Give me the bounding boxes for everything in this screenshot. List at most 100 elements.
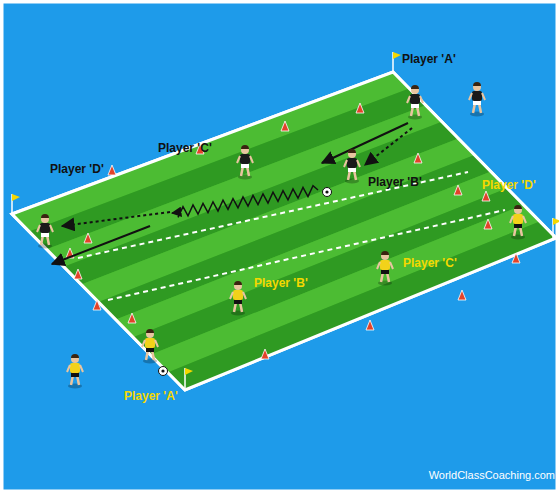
player-hair <box>514 205 522 209</box>
player-head <box>146 330 154 338</box>
cone <box>93 300 101 310</box>
player-label: Player 'D' <box>482 178 536 192</box>
ball-patch <box>325 190 328 193</box>
zone-line <box>108 210 505 300</box>
player-shirt <box>347 158 357 168</box>
player-head <box>71 355 79 363</box>
player-shirt <box>240 154 250 164</box>
player-hair <box>146 329 154 333</box>
player-head <box>381 252 389 260</box>
player-head <box>348 150 356 158</box>
cone <box>84 233 92 243</box>
dribble-path <box>178 186 318 218</box>
player-hair <box>411 85 419 89</box>
cone <box>512 253 520 263</box>
pitch-outline <box>12 72 556 390</box>
player-head <box>234 282 242 290</box>
player-arm <box>230 292 233 299</box>
player-arm <box>243 292 246 299</box>
player-arm <box>407 96 410 103</box>
dribble-arrow-head <box>172 212 180 213</box>
player-head <box>41 215 49 223</box>
cone <box>281 121 289 131</box>
cone <box>366 320 374 330</box>
flag <box>185 368 193 375</box>
player-head <box>514 206 522 214</box>
pitch-boundary <box>12 72 556 390</box>
cone <box>356 103 364 113</box>
player-arm <box>67 365 70 372</box>
player-shirt <box>513 214 523 224</box>
player-arm <box>142 340 145 347</box>
player-shirt <box>40 223 50 233</box>
flag <box>12 194 20 201</box>
player-arm <box>482 93 485 100</box>
player-arm <box>80 365 83 372</box>
player-label: Player 'C' <box>403 256 457 270</box>
ball <box>323 188 332 197</box>
player-arm <box>523 216 526 223</box>
player-label: Player 'A' <box>402 52 456 66</box>
player-hair <box>348 149 356 153</box>
player-arm <box>469 93 472 100</box>
player-arm <box>344 160 347 167</box>
player-arm <box>37 225 40 232</box>
player-arm <box>250 156 253 163</box>
player-head <box>241 146 249 154</box>
pitch <box>12 72 556 390</box>
player-label: Player 'B' <box>368 175 422 189</box>
player-hair <box>41 214 49 218</box>
cone <box>458 290 466 300</box>
cone <box>128 313 136 323</box>
cones <box>66 103 520 359</box>
player-hair <box>473 82 481 86</box>
player-arm <box>155 340 158 347</box>
player-label: Player 'B' <box>254 276 308 290</box>
ball-patch <box>161 369 164 372</box>
player-shirt <box>233 290 243 300</box>
zone-line <box>78 172 468 258</box>
watermark: WorldClassCoaching.com <box>429 468 555 482</box>
player-hair <box>234 281 242 285</box>
player-label: Player 'C' <box>158 141 212 155</box>
player-shirt <box>145 338 155 348</box>
players <box>37 82 526 389</box>
movement-arrows <box>52 123 412 264</box>
cone <box>74 269 82 279</box>
player-arm <box>420 96 423 103</box>
player-label: Player 'D' <box>50 162 104 176</box>
player-label: Player 'A' <box>124 389 178 403</box>
player-hair <box>71 354 79 358</box>
run-arrow <box>322 123 408 163</box>
cone <box>482 191 490 201</box>
ball <box>159 367 168 376</box>
player-shirt <box>380 260 390 270</box>
player-shirt <box>70 363 80 373</box>
player-arm <box>237 156 240 163</box>
player-hair <box>241 145 249 149</box>
player-arm <box>50 225 53 232</box>
cone <box>454 185 462 195</box>
player-shirt <box>472 91 482 101</box>
run-arrow <box>52 226 150 264</box>
flag <box>393 52 401 59</box>
flag <box>553 218 559 225</box>
pitch-stripe <box>150 205 539 373</box>
player-head <box>411 86 419 94</box>
cone <box>108 165 116 175</box>
player-arm <box>377 262 380 269</box>
cone <box>414 153 422 163</box>
player-shirt <box>410 94 420 104</box>
pass-arrow <box>62 212 170 226</box>
player-hair <box>381 251 389 255</box>
corner-flags <box>12 52 559 388</box>
pitch-stripe <box>168 221 556 390</box>
cone <box>484 219 492 229</box>
player-arm <box>357 160 360 167</box>
pass-arrow <box>365 128 412 165</box>
player-arm <box>510 216 513 223</box>
cone <box>261 349 269 359</box>
